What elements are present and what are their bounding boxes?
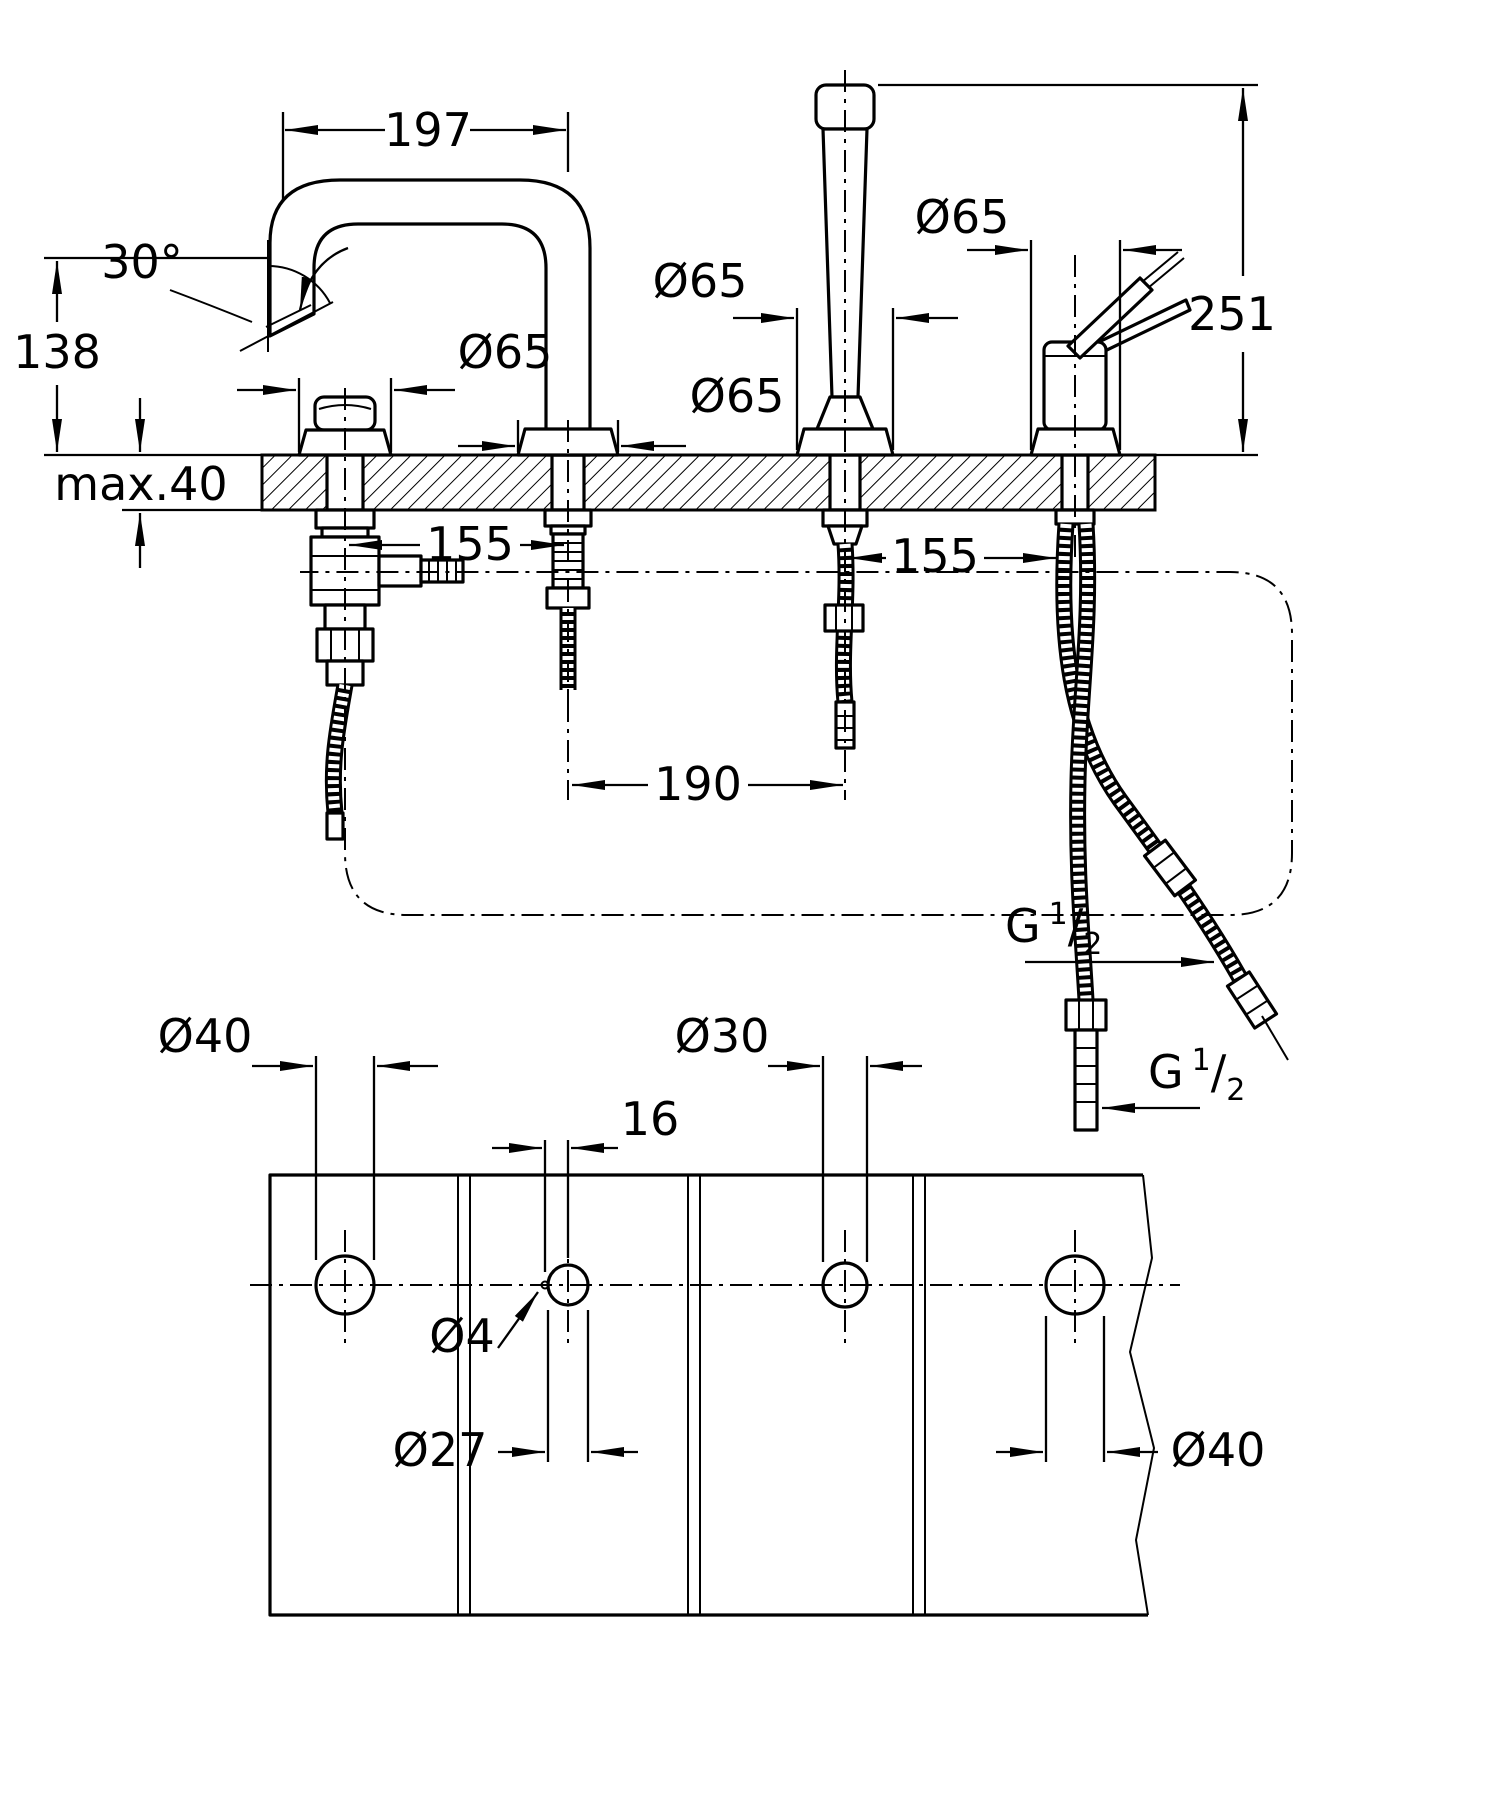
routing-outline	[300, 388, 1293, 916]
mounting-deck	[260, 453, 1157, 512]
plan-dimensions: Ø40 Ø30 16 Ø4 Ø27	[158, 1009, 1266, 1477]
break-edge	[1128, 1174, 1156, 1616]
above-deck-fixtures	[265, 83, 1192, 457]
below-deck-plumbing	[309, 508, 1289, 1132]
dim-hole3-label: Ø30	[675, 1009, 770, 1063]
dim-spout-height-label: 138	[13, 325, 101, 379]
plan-view: Ø40 Ø30 16 Ø4 Ø27	[158, 1009, 1266, 1617]
deck-holes	[314, 1254, 1106, 1316]
dim-deck-thickness-label: max.40	[54, 457, 227, 511]
dim-spout-angle-label: 30°	[101, 235, 183, 289]
plan-centerlines	[250, 1230, 1180, 1345]
side-view: 197 30° 138 max.40 Ø65	[13, 70, 1293, 1132]
dim-pitch-middle-label: 190	[654, 757, 742, 811]
dim-hole4-label: Ø40	[1171, 1423, 1266, 1477]
hole-4	[1044, 1254, 1106, 1316]
dim-escutcheon1-label: Ø65	[458, 325, 553, 379]
dim-pitch-left-label: 155	[426, 517, 514, 571]
deck-plan	[268, 1173, 1156, 1617]
dim-pin-offset-label: 16	[621, 1092, 680, 1146]
dim-shower-height-label: 251	[1188, 287, 1276, 341]
dim-pitch-right-label: 155	[891, 529, 979, 583]
lever-mixer	[1029, 251, 1192, 457]
dim-escutcheon4-label: Ø65	[915, 190, 1010, 244]
dim-hole2-label: Ø27	[393, 1423, 488, 1477]
spout	[265, 178, 620, 457]
side-dimensions: 197 30° 138 max.40 Ø65	[13, 83, 1276, 1113]
flow-arrow	[298, 246, 349, 311]
dim-hole1-label: Ø40	[158, 1009, 253, 1063]
escutcheon-4	[1029, 427, 1122, 457]
pin-hole	[540, 1280, 550, 1290]
dim-pin-dia-label: Ø4	[429, 1309, 494, 1363]
mixer-hoses	[1054, 508, 1289, 1132]
centerlines	[300, 70, 1293, 916]
dim-escutcheon2-label: Ø65	[690, 369, 785, 423]
dim-spout-reach-label: 197	[384, 103, 472, 157]
hole-1	[314, 1254, 376, 1316]
dim-escutcheon3-label: Ø65	[653, 254, 748, 308]
hole-3	[821, 1261, 869, 1309]
